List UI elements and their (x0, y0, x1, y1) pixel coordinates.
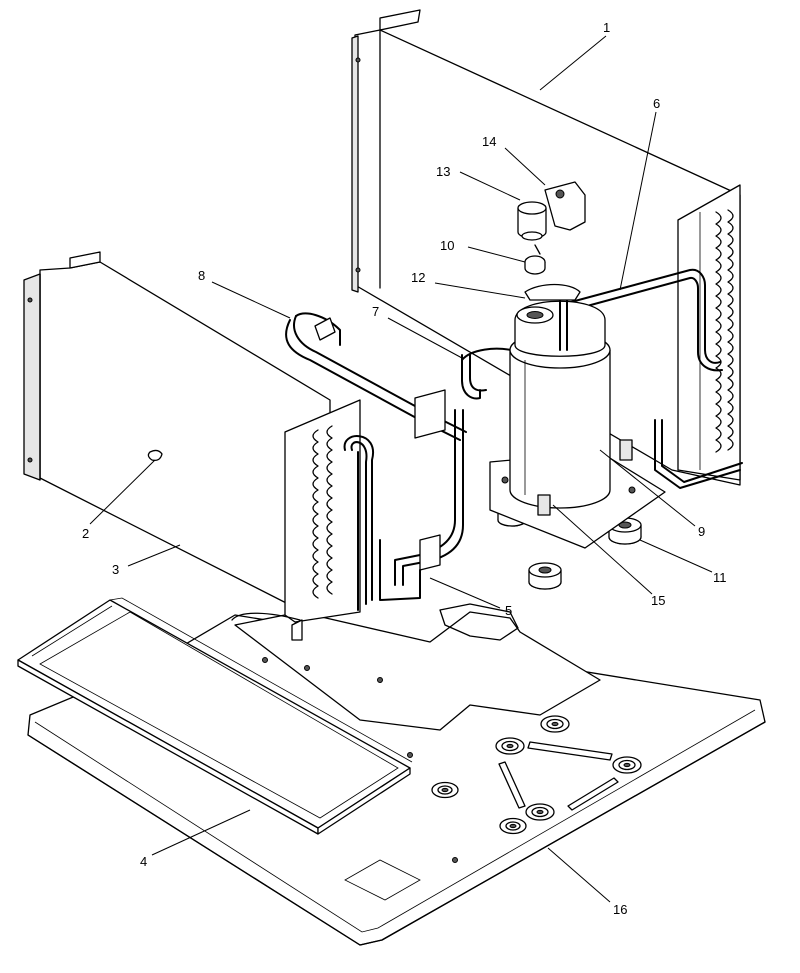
callout-7: 7 (372, 304, 379, 319)
evaporator-coil (23, 251, 375, 641)
callout-2: 2 (82, 526, 89, 541)
compressor (489, 299, 666, 549)
base-grommets (431, 715, 642, 835)
callout-14: 14 (482, 134, 496, 149)
callout-15: 15 (651, 593, 665, 608)
callout-12: 12 (411, 270, 425, 285)
callout-9: 9 (698, 524, 705, 539)
condenser-line (559, 268, 743, 489)
callout-5: 5 (505, 603, 512, 618)
callout-labels: 1 2 3 4 5 6 7 8 9 10 11 12 13 14 15 16 (82, 20, 727, 917)
terminal-cover (524, 283, 581, 301)
callout-1: 1 (603, 20, 610, 35)
suction-tube (285, 312, 467, 441)
callout-11: 11 (713, 570, 727, 585)
callout-8: 8 (198, 268, 205, 283)
coil-brace (231, 603, 519, 641)
callout-10: 10 (440, 238, 454, 253)
callout-16: 16 (613, 902, 627, 917)
callout-13: 13 (436, 164, 450, 179)
capacitor-assembly (517, 181, 586, 241)
drain-tray (17, 597, 413, 835)
overload-protector (524, 244, 546, 275)
leader-lines (89, 35, 713, 903)
callout-3: 3 (112, 562, 119, 577)
callout-6: 6 (653, 96, 660, 111)
callout-4: 4 (140, 854, 147, 869)
condenser-coil (351, 9, 741, 486)
